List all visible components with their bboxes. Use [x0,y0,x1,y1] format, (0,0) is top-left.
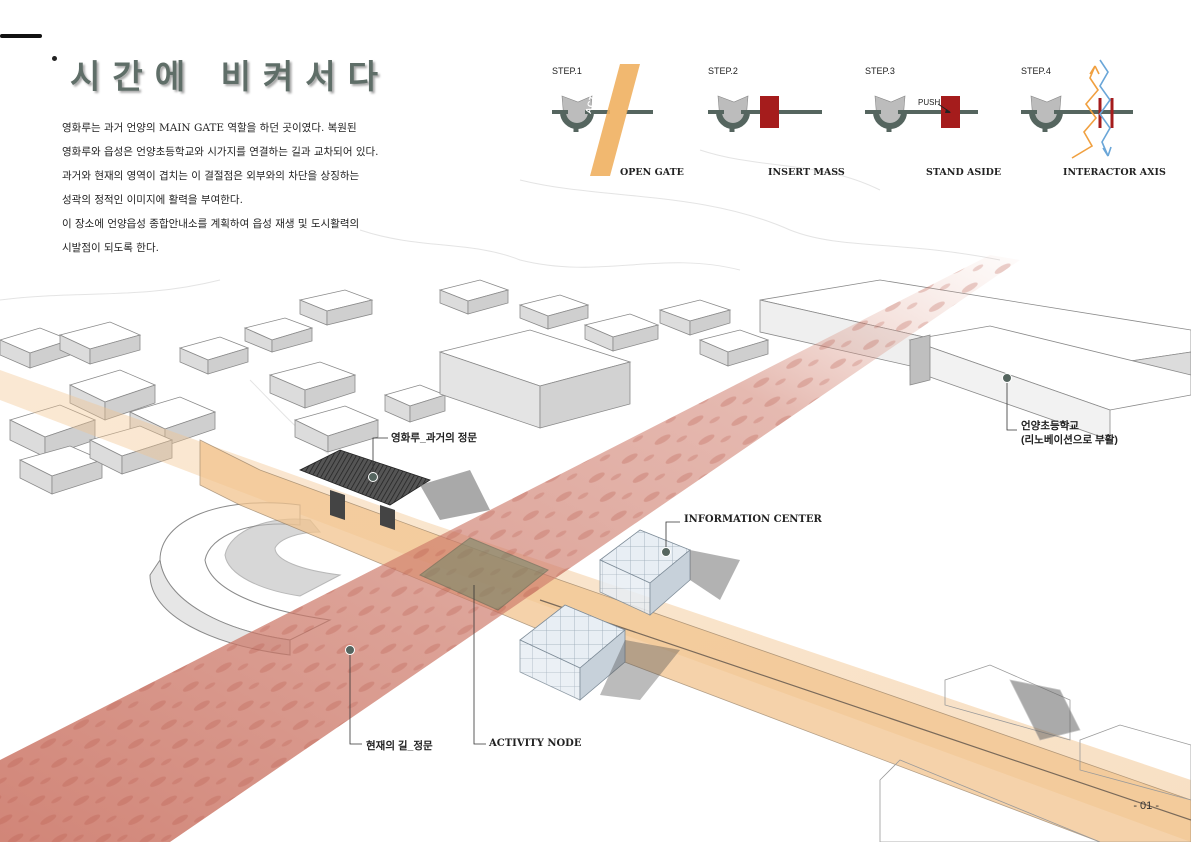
house-block [58,321,142,365]
annotation-leaders [349,378,1017,745]
page-number: - 01 - [1133,800,1159,812]
large-buildings [438,279,1191,441]
description-line: 이 장소에 언양읍성 종합안내소를 계획하여 읍성 재생 및 도시활력의 [62,218,360,230]
step4-label: STEP.4 [1021,66,1051,76]
step4-caption: INTERACTOR AXIS [1063,167,1166,178]
step4-diagram [1021,59,1133,159]
information-center-label: INFORMATION CENTER [684,514,822,525]
activity-node-plate [419,537,549,611]
step2-diagram [708,95,822,132]
house-block [583,313,660,352]
page-title: 시간에 비켜서다 [70,57,391,96]
step1-label: STEP.1 [552,66,582,76]
step1-caption: OPEN GATE [620,167,684,178]
corner-mark [0,34,42,38]
present-road [0,255,1020,842]
house-block [178,336,250,375]
step3-caption: STAND ASIDE [926,167,1002,178]
push-label: PUSH [918,98,941,107]
step3-diagram [865,95,978,132]
lower-right-buildings [879,664,1191,842]
house-block [268,361,357,409]
title-bullet [52,56,57,61]
gate-past-label: 영화루_과거의 정문 [391,432,478,444]
description-line: 영화루와 읍성은 언양초등학교와 시가지를 연결하는 길과 교차되어 있다. [62,146,379,158]
information-center-glass [519,529,740,701]
house-block [438,279,510,315]
school-sublabel: (리노베이션으로 부활) [1021,434,1118,446]
step1-diagram [552,64,653,176]
gate-pavilion [299,449,490,530]
description-line: 시발점이 되도록 한다. [62,242,159,254]
description-line: 과거와 현재의 영역이 겹치는 이 결절점은 외부와의 차단을 상징하는 [62,170,360,182]
house-block [298,289,374,326]
house-block [518,294,590,330]
house-block [243,317,314,353]
school-label: 언양초등학교 [1021,420,1079,432]
annotation-dots [345,373,1012,655]
step3-label: STEP.3 [865,66,895,76]
description-text: 영화루는 과거 언양의 MAIN GATE 역할을 하던 곳이였다. 복원된 영… [62,116,382,260]
house-block [658,299,732,336]
description-line: 성곽의 정적인 이미지에 활력을 부여한다. [62,194,243,206]
house-block [0,327,72,369]
house-block [698,329,770,367]
description-line: 영화루는 과거 언양의 MAIN GATE 역할을 하던 곳이였다. 복원된 [62,122,357,134]
step2-caption: INSERT MASS [768,167,845,178]
large-block [438,329,632,429]
house-block [293,405,380,453]
activity-node-label: ACTIVITY NODE [489,738,582,749]
step2-label: STEP.2 [708,66,738,76]
house-block [383,384,447,423]
present-road-label: 현재의 길_정문 [366,740,433,752]
school-building [908,325,1191,441]
